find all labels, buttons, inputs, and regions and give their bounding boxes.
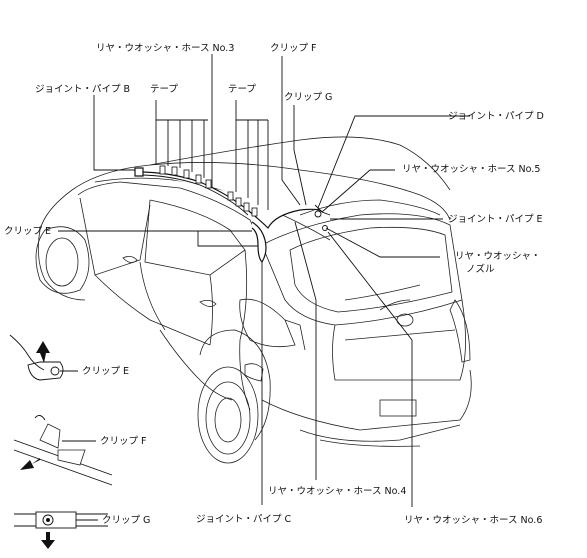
label-detail-clip-g: クリップ G: [102, 515, 150, 526]
label-detail-clip-e: クリップ E: [82, 366, 129, 377]
label-nozzle-line2: ノズル: [466, 263, 495, 275]
label-clip-g-top: クリップ G: [284, 92, 332, 103]
label-clip-e-left: クリップ E: [4, 226, 51, 237]
label-detail-clip-f: クリップ F: [100, 436, 146, 447]
labels: リヤ・ウオッシャ・ホース No.3 クリップ F ジョイント・パイプ B テープ…: [4, 43, 544, 526]
label-tape-2: テープ: [228, 84, 256, 95]
label-nozzle-line1: リヤ・ウオッシャ・: [455, 251, 541, 262]
washer-hose-route: [134, 165, 331, 263]
label-joint-e: ジョイント・パイプ E: [448, 214, 543, 225]
label-joint-c: ジョイント・パイプ C: [196, 514, 292, 525]
car-body: [35, 136, 472, 464]
label-hose-no4: リヤ・ウオッシャ・ホース No.4: [268, 486, 406, 497]
label-clip-f-top: クリップ F: [270, 43, 316, 54]
arrow-up-icon: [36, 341, 50, 363]
label-joint-b: ジョイント・パイプ B: [35, 84, 130, 95]
label-hose-no6: リヤ・ウオッシャ・ホース No.6: [404, 515, 542, 526]
label-joint-d: ジョイント・パイプ D: [448, 111, 544, 122]
label-tape-1: テープ: [150, 84, 178, 95]
label-hose-no5: リヤ・ウオッシャ・ホース No.5: [402, 164, 540, 175]
arrow-down-left-icon: [20, 458, 40, 470]
arrow-down-icon: [41, 532, 55, 549]
detail-clip-g: [14, 511, 108, 549]
leader-lines: [58, 54, 470, 507]
detail-clip-e: [9, 334, 78, 381]
detail-clip-f: [13, 415, 113, 486]
label-hose-no3: リヤ・ウオッシャ・ホース No.3: [96, 43, 234, 54]
